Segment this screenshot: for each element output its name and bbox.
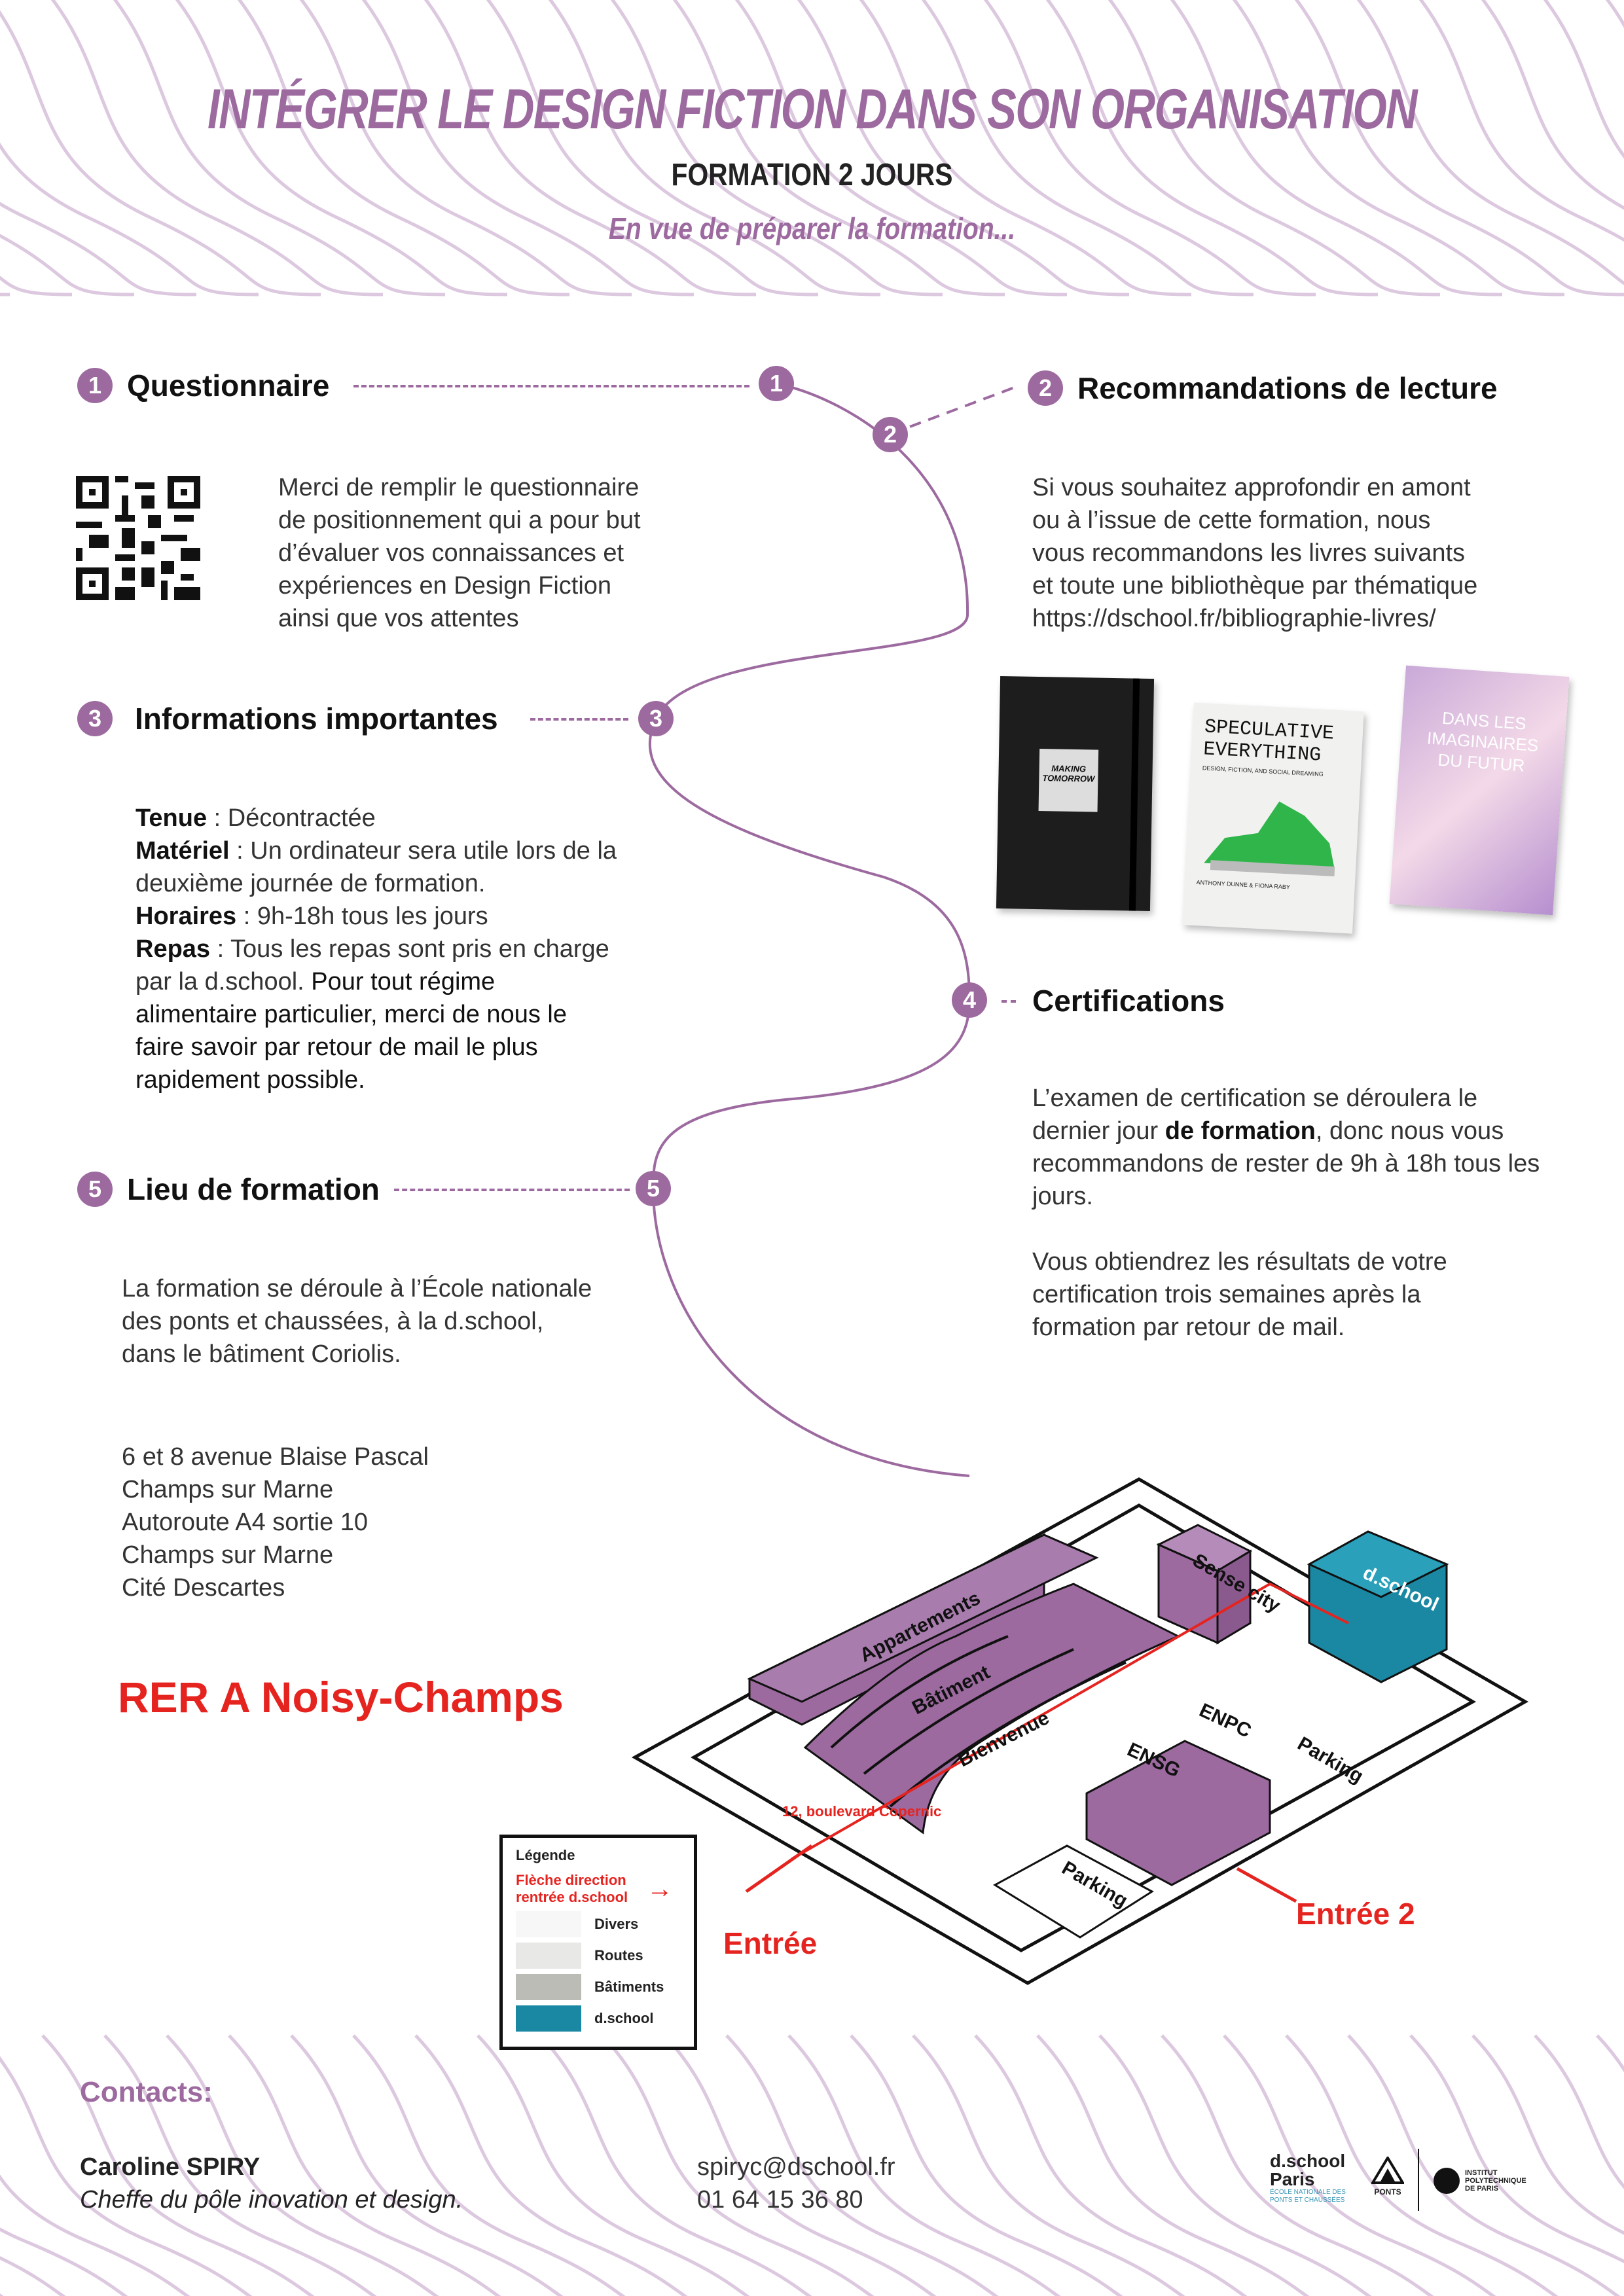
text-line: ou à l’issue de cette formation, nous — [1032, 507, 1431, 534]
text-line: et toute une bibliothèque par thématique — [1032, 572, 1478, 600]
info-text: Tenue : Décontractée Matériel : Un ordin… — [135, 802, 620, 1096]
green-landscape-illustration — [1204, 801, 1335, 877]
text-line: Merci de remplir le questionnaire — [278, 474, 640, 501]
info-horaires: Horaires : 9h-18h tous les jours — [135, 903, 488, 930]
dashed-connector — [394, 1189, 630, 1191]
page-title: INTÉGRER LE DESIGN FICTION DANS SON ORGA… — [208, 78, 1417, 141]
section-info-heading: 3 Informations importantes — [77, 701, 498, 736]
parking-area — [993, 1844, 1154, 1939]
building-ensg — [1085, 1740, 1271, 1886]
direction-arrow-path — [791, 1582, 1349, 1860]
legend-label: Bâtiments — [594, 1979, 664, 1995]
arrow-right-icon: → — [647, 1874, 673, 1903]
questionnaire-text: Merci de remplir le questionnaire de posi… — [278, 471, 641, 635]
section-lieu-heading: 5 Lieu de formation — [77, 1172, 380, 1207]
section-title: Lieu de formation — [127, 1172, 380, 1206]
dashed-connector — [530, 718, 628, 721]
text-line: de positionnement qui a pour but — [278, 507, 641, 534]
section-questionnaire-heading: 1 Questionnaire — [77, 368, 329, 403]
text-line: d’évaluer vos connaissances et — [278, 539, 624, 567]
ipp-emblem-icon — [1434, 2168, 1460, 2194]
logo-divider — [1418, 2149, 1419, 2211]
certification-text: L’examen de certification se déroulera l… — [1032, 1082, 1556, 1344]
step-number: 2 — [1028, 370, 1063, 406]
lieu-text: La formation se déroule à l’École nation… — [122, 1275, 592, 1368]
ponts-logo: PONTS — [1368, 2155, 1407, 2197]
reading-text: Si vous souhaitez approfondir en amont ou… — [1032, 471, 1477, 635]
text-line: ainsi que vos attentes — [278, 605, 519, 632]
map-legend: Légende Flèche direction rentrée d.schoo… — [499, 1835, 697, 2050]
triangle-icon — [1370, 2155, 1405, 2184]
entrance-arrows — [745, 1844, 1297, 1903]
legend-arrow-label: Flèche direction rentrée d.school — [516, 1872, 628, 1905]
book-title: DANS LES IMAGINAIRES DU FUTUR — [1426, 708, 1540, 776]
timeline-marker-3: 3 — [638, 701, 674, 736]
legend-swatch — [516, 1974, 581, 2000]
tagline: En vue de préparer la formation... — [608, 211, 1016, 245]
contact-email[interactable]: spiryc@dschool.fr — [697, 2153, 895, 2181]
map-label-entree: Entrée — [723, 1926, 817, 1960]
qr-code-icon[interactable] — [76, 476, 200, 600]
subtitle: FORMATION 2 JOURS — [671, 158, 953, 192]
section-title: Questionnaire — [127, 368, 330, 403]
dashed-connector — [1001, 1000, 1016, 1003]
timeline-marker-5: 5 — [636, 1171, 671, 1206]
map-label-entree-2: Entrée 2 — [1296, 1897, 1415, 1931]
section-certifications-heading: Certifications — [1032, 983, 1225, 1018]
campus-map[interactable]: Appartements Bâtiment Bienvenue Sense ci… — [615, 1466, 1532, 2003]
legend-label: d.school — [594, 2010, 654, 2026]
building-sense-city — [1156, 1524, 1253, 1645]
results-text: Vous obtiendrez les résultats de votre c… — [1032, 1248, 1447, 1341]
info-materiel: Matériel : Un ordinateur sera utile lors… — [135, 837, 617, 897]
legend-title: Légende — [516, 1847, 575, 1863]
contact-name: Caroline SPIRY — [80, 2153, 261, 2181]
step-number: 5 — [77, 1172, 113, 1207]
building-dschool — [1307, 1530, 1449, 1683]
info-repas: Repas : Tous les repas sont pris en char… — [135, 935, 609, 1094]
text-line: expériences en Design Fiction — [278, 572, 612, 600]
ipp-logo: INSTITUT POLYTECHNIQUE DE PARIS — [1434, 2168, 1537, 2194]
legend-swatch — [516, 1911, 581, 1937]
legend-swatch — [516, 2005, 581, 2032]
contact-role: Cheffe du pôle inovation et design. — [80, 2186, 463, 2214]
contact-phone[interactable]: 01 64 15 36 80 — [697, 2186, 863, 2214]
section-title: Recommandations de lecture — [1077, 371, 1498, 405]
legend-label: Divers — [594, 1916, 639, 1932]
timeline-marker-2: 2 — [873, 417, 908, 452]
map-label-boulevard: 12, boulevard Copernic — [782, 1803, 941, 1820]
book-title: MAKING TOMORROW — [1038, 749, 1099, 812]
timeline-marker-4: 4 — [952, 982, 987, 1018]
legend-swatch — [516, 1943, 581, 1969]
legend-label: Routes — [594, 1947, 643, 1964]
book-speculative-everything[interactable]: SPECULATIVE EVERYTHING DESIGN, FICTION, … — [1182, 702, 1364, 934]
text-line: Si vous souhaitez approfondir en amont — [1032, 474, 1471, 501]
book-title: SPECULATIVE EVERYTHING — [1202, 716, 1335, 767]
section-title: Informations importantes — [135, 702, 498, 736]
timeline-marker-1: 1 — [759, 366, 794, 401]
bibliography-link[interactable]: https://dschool.fr/bibliographie-livres/ — [1032, 605, 1436, 632]
step-number: 3 — [77, 701, 113, 736]
rer-station: RER A Noisy-Champs — [118, 1673, 564, 1721]
step-number: 1 — [77, 368, 113, 403]
dashed-connector — [353, 385, 749, 387]
book-dans-les-imaginaires-du-futur[interactable]: DANS LES IMAGINAIRES DU FUTUR — [1389, 665, 1570, 916]
section-reading-heading: 2 Recommandations de lecture — [1028, 370, 1498, 406]
section-title: Certifications — [1032, 984, 1225, 1018]
text-line: vous recommandons les livres suivants — [1032, 539, 1466, 567]
book-making-tomorrow[interactable]: MAKING TOMORROW — [996, 675, 1155, 912]
contacts-heading: Contacts: — [80, 2076, 213, 2108]
info-tenue: Tenue : Décontractée — [135, 804, 376, 832]
